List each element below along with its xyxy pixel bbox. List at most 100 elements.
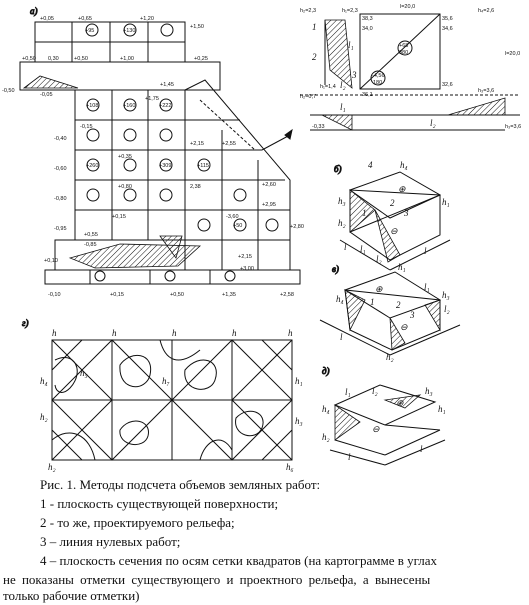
svg-text:⊕: ⊕ bbox=[398, 184, 406, 194]
svg-text:+2,60: +2,60 bbox=[262, 182, 276, 188]
svg-text:+3,00: +3,00 bbox=[240, 266, 254, 272]
svg-text:l₂: l₂ bbox=[372, 386, 378, 396]
svg-text:+1,20: +1,20 bbox=[140, 16, 154, 22]
svg-text:-4,56: -4,56 bbox=[372, 73, 385, 79]
svg-text:2: 2 bbox=[396, 300, 401, 310]
figure-earthwork-methods: а) +0,05 +0 bbox=[2, 4, 521, 472]
svg-text:l₂: l₂ bbox=[340, 80, 346, 90]
svg-text:34,6: 34,6 bbox=[442, 26, 453, 32]
svg-text:+0,50: +0,50 bbox=[74, 56, 88, 62]
svg-text:h₄: h₄ bbox=[400, 160, 408, 170]
svg-text:+0,50: +0,50 bbox=[22, 56, 36, 62]
svg-text:1: 1 bbox=[312, 22, 317, 32]
caption-item-2: 2 - то же, проектируемого рельефа; bbox=[40, 515, 235, 530]
svg-text:l₁: l₁ bbox=[345, 387, 351, 397]
svg-text:h₃: h₃ bbox=[442, 290, 450, 300]
svg-text:0,30: 0,30 bbox=[48, 56, 59, 62]
svg-text:+2,95: +2,95 bbox=[262, 202, 276, 208]
panel-a-values: +0,05 +0,65 +1,20 +1,50 +0,50 0,30 +0,50… bbox=[2, 16, 304, 298]
svg-text:h₄: h₄ bbox=[40, 376, 48, 386]
svg-text:3: 3 bbox=[351, 70, 357, 80]
panel-b-labels: 4 h₄ h₃ h₁ h₂ 1 2 3 l₁ l₂ l l ⊕ ⊖ bbox=[338, 160, 450, 264]
svg-text:l₂: l₂ bbox=[444, 304, 450, 314]
svg-text:h: h bbox=[172, 328, 177, 338]
svg-text:36,1: 36,1 bbox=[362, 92, 373, 98]
svg-text:+260: +260 bbox=[86, 163, 98, 169]
svg-text:⊖: ⊖ bbox=[390, 226, 398, 236]
svg-text:h: h bbox=[288, 328, 293, 338]
svg-text:+0,35: +0,35 bbox=[118, 154, 132, 160]
svg-text:-0,85: -0,85 bbox=[84, 242, 97, 248]
svg-text:38,3: 38,3 bbox=[362, 16, 373, 22]
svg-text:1: 1 bbox=[370, 297, 375, 307]
svg-text:l₂: l₂ bbox=[430, 118, 436, 128]
caption-item-3: 3 – линия нулевых работ; bbox=[40, 534, 181, 549]
svg-text:+115: +115 bbox=[197, 163, 209, 169]
svg-text:h₄=2,6: h₄=2,6 bbox=[478, 8, 494, 14]
panel-g-labels: h h h h h h₄ h₂ h₁ h₃ h₂ h₆ h₇ h₅ bbox=[40, 328, 303, 472]
svg-text:+0,15: +0,15 bbox=[112, 214, 126, 220]
svg-text:l₁: l₁ bbox=[424, 282, 430, 292]
svg-text:-0,60: -0,60 bbox=[54, 166, 67, 172]
svg-text:h₂: h₂ bbox=[386, 352, 394, 362]
svg-text:h₃: h₃ bbox=[338, 196, 346, 206]
svg-text:+130: +130 bbox=[123, 28, 135, 34]
svg-text:-0,15: -0,15 bbox=[80, 124, 93, 130]
svg-text:h₃: h₃ bbox=[295, 416, 303, 426]
svg-text:h₄: h₄ bbox=[322, 404, 330, 414]
panel-a-cartogram: а) bbox=[19, 6, 301, 285]
panel-detail-square bbox=[300, 13, 520, 131]
svg-text:34,0: 34,0 bbox=[362, 26, 373, 32]
svg-text:l₂: l₂ bbox=[376, 254, 382, 264]
svg-text:32,6: 32,6 bbox=[442, 82, 453, 88]
svg-text:+1,45: +1,45 bbox=[160, 82, 174, 88]
svg-text:180: 180 bbox=[373, 80, 382, 86]
panel-detail-labels: h₂=2,3 h₁=2,3 h₄=2,6 h₃=3,6 h₂=0,7 h₁=1,… bbox=[300, 4, 521, 130]
svg-text:+222: +222 bbox=[159, 103, 171, 109]
svg-text:+95: +95 bbox=[85, 28, 94, 34]
svg-text:+0,80: +0,80 bbox=[118, 184, 132, 190]
figure-caption: Рис. 1. Методы подсчета объемов земляных… bbox=[0, 472, 529, 603]
svg-text:h₂: h₂ bbox=[48, 462, 56, 472]
svg-text:h₁=1,4: h₁=1,4 bbox=[320, 84, 336, 90]
panel-v-labels: h₁ h₃ h₄ h₂ 1 2 3 l₁ l₂ l ⊕ ⊖ bbox=[336, 262, 450, 362]
svg-text:35,6: 35,6 bbox=[442, 16, 453, 22]
svg-text:+0,15: +0,15 bbox=[110, 292, 124, 298]
svg-text:-0,80: -0,80 bbox=[54, 196, 67, 202]
svg-text:l: l bbox=[424, 246, 427, 256]
svg-text:l: l bbox=[348, 452, 351, 462]
svg-text:-0,10: -0,10 bbox=[48, 292, 61, 298]
svg-text:3: 3 bbox=[403, 208, 409, 218]
svg-text:h₅: h₅ bbox=[80, 368, 88, 378]
svg-text:⊖: ⊖ bbox=[372, 424, 380, 434]
svg-text:h: h bbox=[232, 328, 237, 338]
svg-text:h₆: h₆ bbox=[286, 462, 294, 472]
svg-text:h: h bbox=[112, 328, 117, 338]
caption-title: Рис. 1. Методы подсчета объемов земляных… bbox=[40, 477, 321, 492]
svg-text:+50: +50 bbox=[233, 223, 242, 229]
svg-text:+0,05: +0,05 bbox=[40, 16, 54, 22]
svg-text:д): д) bbox=[322, 366, 330, 376]
svg-text:-0,40: -0,40 bbox=[54, 136, 67, 142]
svg-text:-0,50: -0,50 bbox=[2, 88, 15, 94]
svg-text:3: 3 bbox=[409, 310, 415, 320]
svg-text:l: l bbox=[344, 242, 347, 252]
svg-text:h₁: h₁ bbox=[438, 404, 446, 414]
svg-text:+2,80: +2,80 bbox=[290, 224, 304, 230]
svg-text:h₁: h₁ bbox=[442, 197, 450, 207]
svg-text:380: 380 bbox=[399, 50, 408, 56]
svg-text:l: l bbox=[420, 444, 423, 454]
svg-text:2,38: 2,38 bbox=[190, 184, 201, 190]
svg-text:h₂: h₂ bbox=[322, 432, 330, 442]
svg-text:⊕: ⊕ bbox=[396, 398, 404, 408]
svg-text:h₃=3,6: h₃=3,6 bbox=[478, 88, 494, 94]
panel-d-labels: h₄ h₂ h₁ h₃ l₁ l₂ l l ⊕ ⊖ bbox=[322, 386, 446, 462]
svg-text:+2,15: +2,15 bbox=[190, 141, 204, 147]
svg-text:l₁: l₁ bbox=[348, 40, 354, 50]
caption-item-4-continued: не показаны отметки существующего и прое… bbox=[3, 572, 431, 587]
svg-text:l₁: l₁ bbox=[340, 102, 346, 112]
panel-d-prism: д) bbox=[322, 366, 446, 466]
svg-text:+2,58: +2,58 bbox=[280, 292, 294, 298]
svg-text:l: l bbox=[340, 332, 343, 342]
panel-b-prism: б) bbox=[334, 164, 451, 271]
